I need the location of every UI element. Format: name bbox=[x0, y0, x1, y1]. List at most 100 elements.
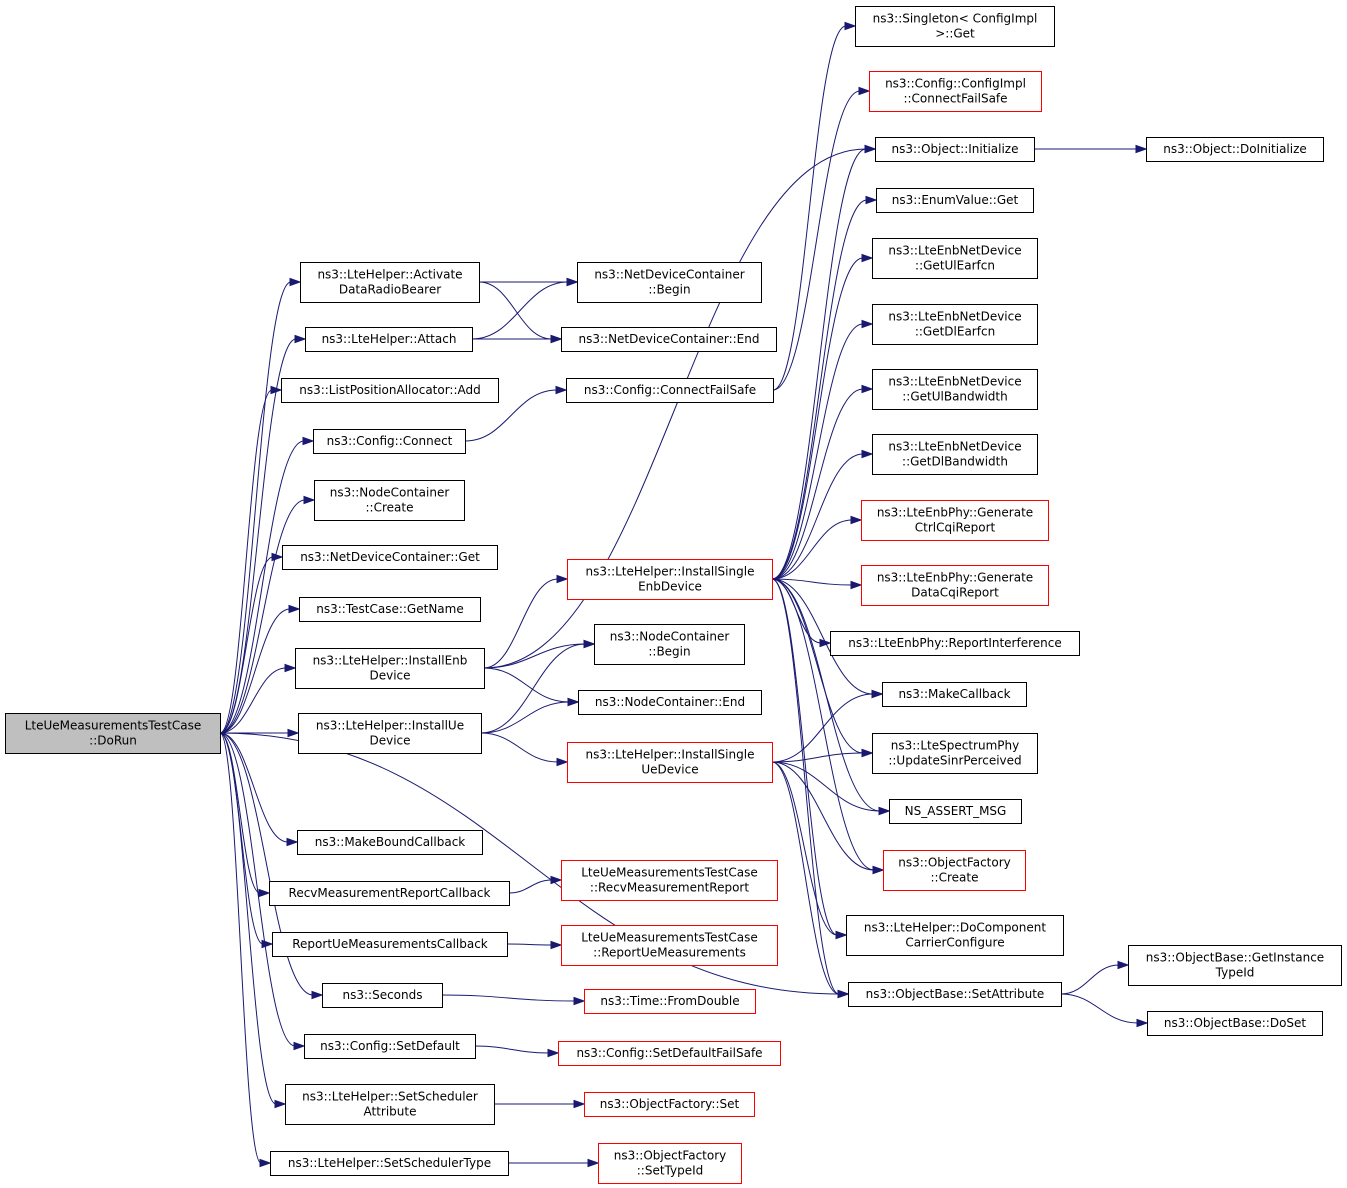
node-label-line: LteUeMeasurementsTestCase bbox=[25, 719, 202, 733]
node-box bbox=[322, 983, 443, 1008]
node-ndcEnd[interactable]: ns3::NetDeviceContainer::End bbox=[561, 327, 777, 352]
node-label-line: ::GetUlEarfcn bbox=[915, 259, 995, 273]
node-label-line: ns3::ObjectBase::SetAttribute bbox=[866, 987, 1045, 1001]
node-getUlBw[interactable]: ns3::LteEnbNetDevice::GetUlBandwidth bbox=[872, 369, 1038, 410]
node-singletonGet[interactable]: ns3::Singleton< ConfigImpl>::Get bbox=[855, 6, 1055, 47]
arrowhead-icon bbox=[850, 580, 863, 590]
arrowhead-icon bbox=[583, 639, 596, 649]
edge-installSingleEnb-to-objInit bbox=[771, 144, 877, 580]
arrowhead-icon bbox=[864, 144, 877, 154]
node-ncCreate[interactable]: ns3::NodeContainer::Create bbox=[314, 480, 465, 521]
node-label-line: ns3::LteEnbPhy::Generate bbox=[877, 506, 1033, 520]
node-label-line: ns3::Config::SetDefault bbox=[320, 1039, 460, 1053]
node-ofCreate[interactable]: ns3::ObjectFactory::Create bbox=[883, 850, 1026, 891]
node-nsAssert[interactable]: NS_ASSERT_MSG bbox=[889, 799, 1022, 824]
node-box bbox=[561, 925, 778, 966]
arrowhead-icon bbox=[261, 939, 274, 949]
node-seconds[interactable]: ns3::Seconds bbox=[322, 983, 443, 1008]
edge-setSchedType-to-ofSetTypeId bbox=[508, 1158, 600, 1168]
node-label-line: ns3::LteEnbPhy::ReportInterference bbox=[848, 636, 1062, 650]
arrowhead-icon bbox=[1136, 1018, 1149, 1028]
node-label-line: ns3::TestCase::GetName bbox=[316, 602, 463, 616]
node-box bbox=[830, 631, 1080, 656]
edge-installSingleEnb-to-updSinr bbox=[771, 578, 874, 758]
node-fromDouble[interactable]: ns3::Time::FromDouble bbox=[584, 989, 756, 1014]
node-setSchedType[interactable]: ns3::LteHelper::SetSchedulerType bbox=[270, 1151, 509, 1176]
node-getUlEarfcn[interactable]: ns3::LteEnbNetDevice::GetUlEarfcn bbox=[872, 238, 1038, 279]
node-recvReport[interactable]: LteUeMeasurementsTestCase::RecvMeasureme… bbox=[561, 860, 778, 901]
node-label-line: CtrlCqiReport bbox=[915, 521, 996, 535]
node-setDefaultFS[interactable]: ns3::Config::SetDefaultFailSafe bbox=[558, 1041, 781, 1066]
node-label-line: DataRadioBearer bbox=[339, 283, 441, 297]
node-box bbox=[313, 429, 466, 454]
arrowhead-icon bbox=[270, 385, 283, 395]
node-setDefault[interactable]: ns3::Config::SetDefault bbox=[304, 1034, 476, 1059]
node-reportUe[interactable]: LteUeMeasurementsTestCase::ReportUeMeasu… bbox=[561, 925, 778, 966]
call-edges bbox=[219, 21, 1149, 1168]
node-ofSet[interactable]: ns3::ObjectFactory::Set bbox=[584, 1092, 755, 1117]
node-label-line: ns3::LteSpectrumPhy bbox=[891, 739, 1019, 753]
node-box bbox=[314, 480, 465, 521]
node-objDoInit[interactable]: ns3::Object::DoInitialize bbox=[1146, 137, 1324, 162]
arrowhead-icon bbox=[550, 875, 563, 885]
arrowhead-icon bbox=[865, 195, 878, 205]
edge-setAttr-to-doSet bbox=[1060, 993, 1149, 1028]
node-root[interactable]: LteUeMeasurementsTestCase::DoRun bbox=[5, 713, 221, 754]
node-ncEnd[interactable]: ns3::NodeContainer::End bbox=[578, 690, 762, 715]
node-ncBegin[interactable]: ns3::NodeContainer::Begin bbox=[594, 624, 745, 665]
node-cfgConnect[interactable]: ns3::Config::Connect bbox=[313, 429, 466, 454]
arrowhead-icon bbox=[861, 319, 874, 329]
node-label-line: ns3::Config::Connect bbox=[327, 434, 453, 448]
arrowhead-icon bbox=[1135, 144, 1148, 154]
node-label-line: ns3::Object::DoInitialize bbox=[1163, 142, 1307, 156]
node-enumGet[interactable]: ns3::EnumValue::Get bbox=[876, 188, 1034, 213]
node-cfgConnectFS[interactable]: ns3::Config::ConnectFailSafe bbox=[566, 378, 774, 403]
node-getDlBw[interactable]: ns3::LteEnbNetDevice::GetDlBandwidth bbox=[872, 434, 1038, 475]
node-label-line: ns3::NodeContainer bbox=[330, 486, 450, 500]
arrowhead-icon bbox=[566, 277, 579, 287]
node-tcGetName[interactable]: ns3::TestCase::GetName bbox=[299, 597, 481, 622]
arrowhead-icon bbox=[573, 1099, 586, 1109]
node-label-line: ns3::Singleton< ConfigImpl bbox=[873, 12, 1038, 26]
edge-cfgConnectFS-to-cfgImplConnectFS bbox=[772, 86, 871, 391]
node-getDlEarfcn[interactable]: ns3::LteEnbNetDevice::GetDlEarfcn bbox=[872, 304, 1038, 345]
node-ndcGet[interactable]: ns3::NetDeviceContainer::Get bbox=[282, 545, 498, 570]
node-objInit[interactable]: ns3::Object::Initialize bbox=[875, 137, 1035, 162]
node-label-line: LteUeMeasurementsTestCase bbox=[581, 931, 758, 945]
node-label-line: ns3::LteHelper::DoComponent bbox=[864, 921, 1046, 935]
arrowhead-icon bbox=[258, 888, 271, 898]
node-attach[interactable]: ns3::LteHelper::Attach bbox=[305, 327, 473, 352]
node-box bbox=[561, 860, 778, 901]
node-box bbox=[567, 559, 773, 600]
node-recvCb[interactable]: RecvMeasurementReportCallback bbox=[269, 881, 510, 906]
node-box bbox=[872, 733, 1038, 774]
node-makeCallback[interactable]: ns3::MakeCallback bbox=[882, 682, 1027, 707]
node-ofSetTypeId[interactable]: ns3::ObjectFactory::SetTypeId bbox=[598, 1143, 742, 1184]
edge-installSingleUe-to-makeCallback bbox=[771, 689, 884, 763]
node-label-line: >::Get bbox=[935, 27, 975, 41]
node-doCcConf[interactable]: ns3::LteHelper::DoComponentCarrierConfig… bbox=[846, 915, 1064, 956]
node-setAttr[interactable]: ns3::ObjectBase::SetAttribute bbox=[848, 982, 1062, 1007]
node-box bbox=[577, 262, 762, 303]
node-reportCb[interactable]: ReportUeMeasurementsCallback bbox=[272, 932, 508, 957]
node-updSinr[interactable]: ns3::LteSpectrumPhy::UpdateSinrPerceived bbox=[872, 733, 1038, 774]
arrowhead-icon bbox=[835, 930, 848, 940]
arrowhead-icon bbox=[1117, 960, 1130, 970]
node-label-line: ns3::Config::SetDefaultFailSafe bbox=[576, 1046, 762, 1060]
node-lpaAdd[interactable]: ns3::ListPositionAllocator::Add bbox=[281, 378, 499, 403]
node-reportInterf[interactable]: ns3::LteEnbPhy::ReportInterference bbox=[830, 631, 1080, 656]
node-makeBound[interactable]: ns3::MakeBoundCallback bbox=[297, 830, 483, 855]
node-cfgImplConnectFS[interactable]: ns3::Config::ConfigImpl::ConnectFailSafe bbox=[869, 71, 1042, 112]
node-doSet[interactable]: ns3::ObjectBase::DoSet bbox=[1147, 1011, 1323, 1036]
node-ndcBegin[interactable]: ns3::NetDeviceContainer::Begin bbox=[577, 262, 762, 303]
arrowhead-icon bbox=[302, 436, 315, 446]
